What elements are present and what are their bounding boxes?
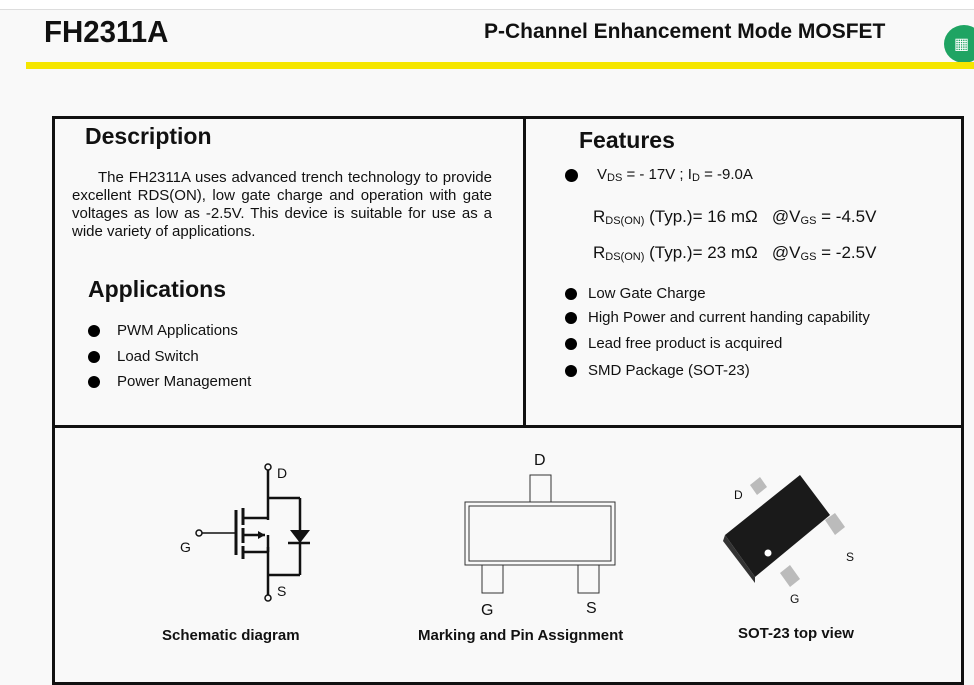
pin-label-d: D [534,452,546,469]
sot23-package-icon [723,475,845,587]
subtitle: P-Channel Enhancement Mode MOSFET [484,20,886,43]
pin-assignment-diagram [464,474,616,594]
description-text: The FH2311A uses advanced trench technol… [72,169,492,240]
applications-heading: Applications [88,276,227,302]
sheets-extension-icon[interactable]: ▦ [944,25,974,63]
bullet-icon [88,351,100,363]
schematic-caption: Schematic diagram [162,627,300,644]
feature-item: Low Gate Charge [588,285,706,302]
application-item: PWM Applications [117,322,238,339]
pin-label-g: G [481,602,494,619]
bullet-icon [565,338,577,350]
yellow-divider [26,62,974,69]
feature-item: SMD Package (SOT-23) [588,362,750,379]
pin-label-s: S [586,600,597,617]
bullet-icon [565,169,578,182]
application-item: Power Management [117,373,252,390]
feature-item: Lead free product is acquired [588,335,783,352]
application-item: Load Switch [117,348,199,365]
bullet-icon [565,312,577,324]
pin-label-d: D [277,465,288,481]
description-heading: Description [85,123,212,149]
pin-label-g: G [180,539,191,555]
feature-item: High Power and current handing capabilit… [588,309,870,326]
bullet-icon [565,365,577,377]
package-caption: SOT-23 top view [738,625,854,642]
part-number: FH2311A [44,14,169,49]
bullet-icon [565,288,577,300]
bullet-icon [88,376,100,388]
rds-spec-2: RDS(ON) (Typ.)= 23 mΩ @VGS = -2.5V [593,243,877,263]
pin-label-g: G [790,592,800,606]
features-panel [523,116,964,428]
top-strip [0,0,974,10]
features-heading: Features [579,127,675,153]
pin-label-s: S [846,550,855,564]
bullet-icon [88,325,100,337]
rds-spec-1: RDS(ON) (Typ.)= 16 mΩ @VGS = -4.5V [593,207,877,227]
pin-label-s: S [277,583,287,599]
pin-label-d: D [734,488,743,502]
pinout-caption: Marking and Pin Assignment [418,627,624,644]
mosfet-schematic-icon [195,463,310,602]
vds-id-spec: VDS = - 17V ; ID = -9.0A [597,166,753,184]
